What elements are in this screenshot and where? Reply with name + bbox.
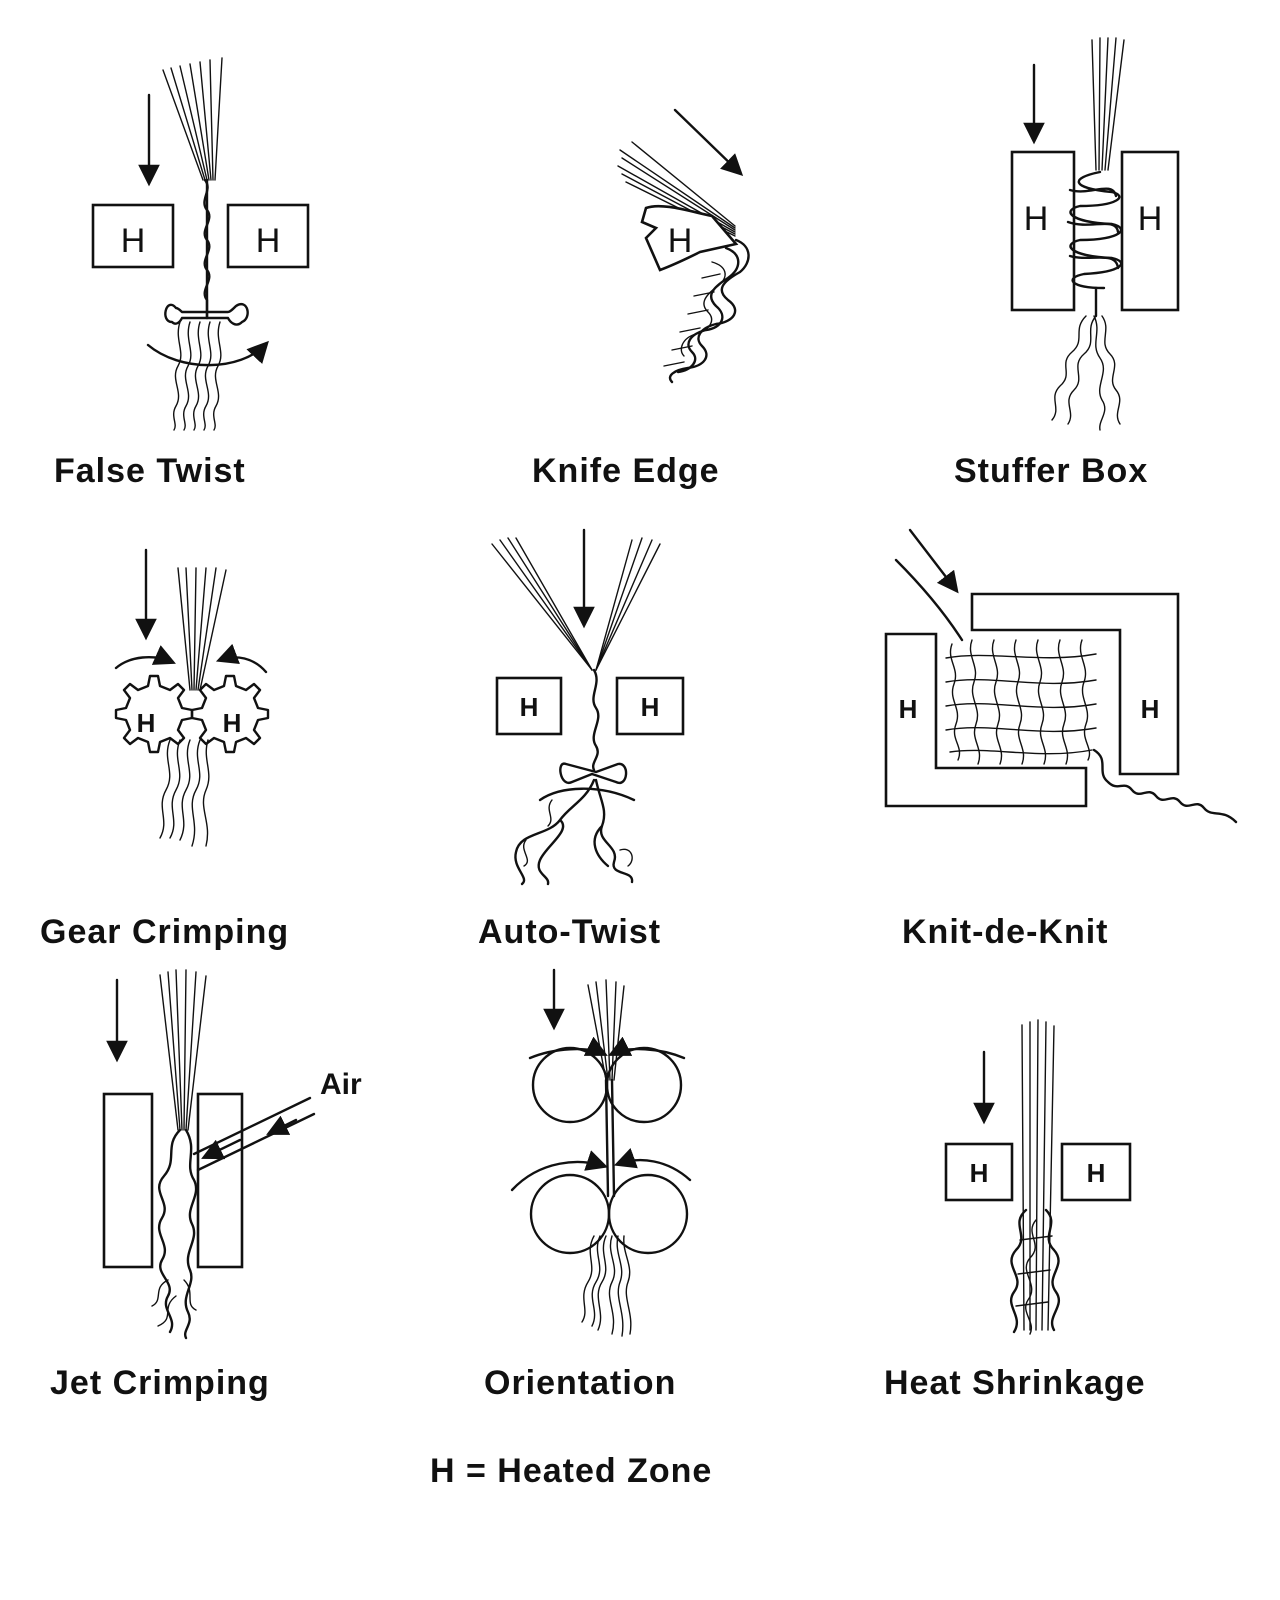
heater-block-left xyxy=(884,632,1088,808)
rotation-arrow-right xyxy=(215,643,268,674)
drawn-yarn xyxy=(604,1078,616,1198)
rotation-arrow-bottom-right xyxy=(613,1147,692,1182)
caption-false-twist: False Twist xyxy=(54,452,246,490)
false-twist-diagram: H H xyxy=(91,57,310,431)
rotation-arc xyxy=(538,787,636,802)
heater-label-right: H xyxy=(1141,694,1160,724)
feed-yarn xyxy=(894,558,964,642)
shrunk-bulked-yarn xyxy=(1009,1208,1060,1335)
filament-bundle-left xyxy=(491,537,593,671)
caption-orientation: Orientation xyxy=(484,1364,677,1402)
stuffer-box-diagram: H H xyxy=(1010,37,1180,431)
knife-edge-diagram: H xyxy=(617,108,750,384)
entangled-yarn xyxy=(151,1128,198,1340)
draw-roller-top-left xyxy=(531,1046,609,1124)
heated-knife-blade xyxy=(640,204,739,272)
feed-direction-arrow xyxy=(908,528,959,594)
heater-label-left: H xyxy=(137,708,156,738)
knit-de-knit-diagram: H H xyxy=(884,528,1238,824)
twister-element xyxy=(559,762,628,785)
air-flow-arrow-1 xyxy=(201,1138,242,1160)
draw-roller-bottom-left xyxy=(529,1173,611,1255)
rotation-arrow-bottom-left xyxy=(510,1150,609,1192)
rotation-arrow xyxy=(146,340,269,367)
draw-roller-bottom-right xyxy=(607,1173,689,1255)
jet-wall-left xyxy=(102,1092,154,1269)
heater-label-right: H xyxy=(256,222,281,260)
heater-label: H xyxy=(668,222,693,260)
heater-box-right xyxy=(1060,1142,1132,1202)
orientation-diagram xyxy=(510,968,692,1337)
rotation-arrow-top-left xyxy=(528,1036,608,1060)
legend-heated-zone: H = Heated Zone xyxy=(430,1452,713,1490)
snarled-yarn-output xyxy=(514,778,634,886)
filament-bundle xyxy=(1021,1019,1055,1331)
caption-heat-shrinkage: Heat Shrinkage xyxy=(884,1364,1146,1402)
crimped-yarn-output xyxy=(663,238,750,384)
heated-gear-right xyxy=(190,674,270,754)
filament-bundle xyxy=(162,57,223,181)
caption-knife-edge: Knife Edge xyxy=(532,452,720,490)
jet-crimping-diagram: Air xyxy=(102,969,362,1340)
crimped-filaments-output xyxy=(159,739,210,847)
knitted-sleeve xyxy=(945,639,1097,765)
caption-stuffer-box: Stuffer Box xyxy=(954,452,1149,490)
heater-label-left: H xyxy=(899,694,918,724)
heater-box-left xyxy=(944,1142,1014,1202)
feed-direction-arrow xyxy=(673,108,744,177)
heater-box-right xyxy=(615,676,685,736)
heater-label-right: H xyxy=(223,708,242,738)
filament-bundle xyxy=(159,969,207,1131)
air-flow-arrow-2 xyxy=(266,1115,298,1135)
twisted-yarn xyxy=(591,668,600,772)
heater-label-left: H xyxy=(970,1158,989,1188)
heat-shrinkage-diagram: H H xyxy=(944,1019,1132,1335)
heater-label-right: H xyxy=(1138,200,1163,238)
caption-auto-twist: Auto-Twist xyxy=(478,913,662,951)
caption-knit-de-knit: Knit-de-Knit xyxy=(902,913,1109,951)
crimped-filaments-output xyxy=(1051,315,1121,431)
filament-bundle xyxy=(1091,37,1125,171)
stuffer-wall-left xyxy=(1010,150,1076,312)
heater-label-left: H xyxy=(1024,200,1049,238)
auto-twist-diagram: H H xyxy=(491,528,685,886)
heater-label-left: H xyxy=(121,222,146,260)
caption-gear-crimping: Gear Crimping xyxy=(40,913,290,951)
filament-bundle-right xyxy=(595,537,661,671)
filament-bundle xyxy=(587,979,625,1081)
filament-bundle xyxy=(177,567,227,691)
heater-box-left xyxy=(495,676,563,736)
rotation-arrow-left xyxy=(114,645,176,670)
compressed-yarn xyxy=(1066,170,1123,290)
rotation-arrow-top-right xyxy=(608,1036,686,1060)
draw-roller-top-right xyxy=(605,1046,683,1124)
gear-crimping-diagram: H H xyxy=(114,548,270,847)
heater-label-right: H xyxy=(641,692,660,722)
heater-label-right: H xyxy=(1087,1158,1106,1188)
caption-jet-crimping: Jet Crimping xyxy=(50,1364,270,1402)
heater-block-right xyxy=(970,592,1180,776)
jet-wall-right xyxy=(196,1092,244,1269)
air-label: Air xyxy=(320,1068,362,1101)
twister-spindle xyxy=(164,303,249,326)
heater-box-right xyxy=(226,203,310,269)
heated-gear-left xyxy=(114,674,194,754)
heater-label-left: H xyxy=(520,692,539,722)
heater-box-left xyxy=(91,203,175,269)
crimped-filaments-output xyxy=(581,1235,632,1337)
crimped-yarn-output xyxy=(1092,748,1238,824)
crimped-filaments-output xyxy=(173,321,222,431)
